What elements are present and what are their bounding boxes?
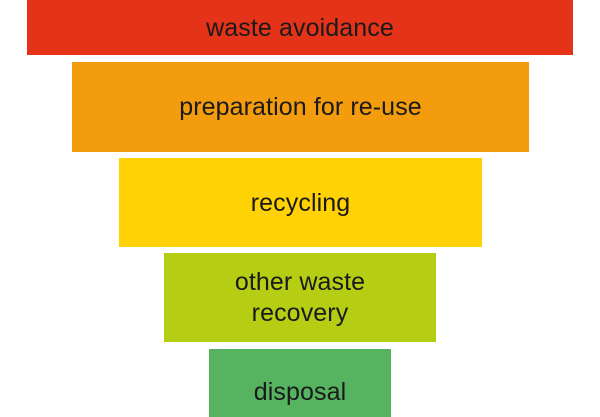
funnel-level-disposal: disposal — [209, 349, 391, 417]
funnel-level-recycling: recycling — [119, 158, 482, 247]
funnel-level-other-waste-recovery: other waste recovery — [164, 253, 436, 342]
funnel-level-label: waste avoidance — [206, 13, 394, 42]
funnel-level-label: disposal — [253, 378, 347, 406]
waste-hierarchy-funnel: waste avoidance preparation for re-use r… — [27, 0, 573, 417]
funnel-level-label: other waste recovery — [234, 268, 366, 327]
funnel-level-label: preparation for re-use — [179, 93, 422, 121]
funnel-level-label: recycling — [250, 188, 351, 217]
funnel-level-preparation-for-re-use: preparation for re-use — [72, 62, 529, 152]
funnel-level-waste-avoidance: waste avoidance — [27, 0, 573, 55]
